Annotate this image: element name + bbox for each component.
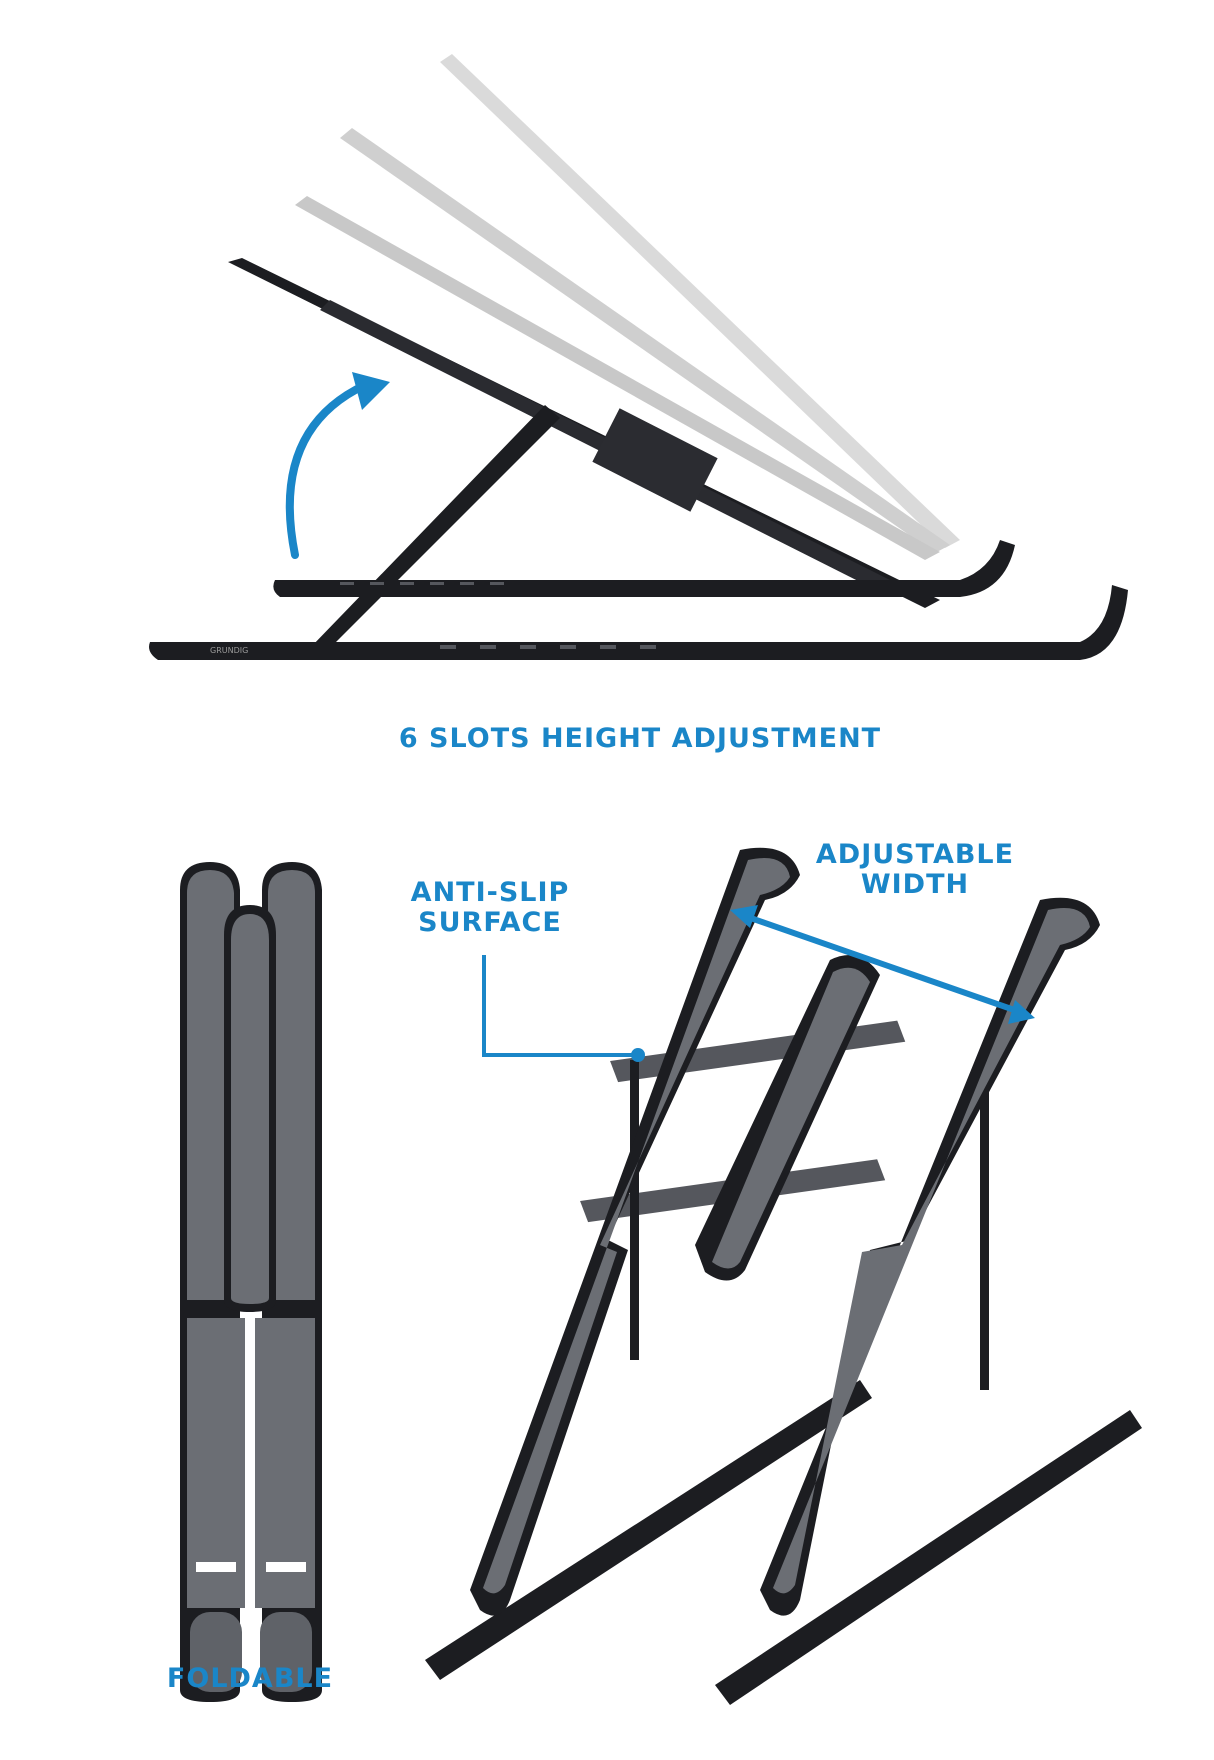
foldable-label: FOLDABLE: [166, 1663, 334, 1694]
anti-slip-leader-line: [482, 955, 645, 1062]
curved-arrow-icon: [285, 381, 369, 559]
anti-slip-label-line2: SURFACE: [418, 907, 562, 939]
folded-stand: [180, 862, 322, 1702]
anti-slip-label-line1: ANTI-SLIP: [410, 877, 570, 908]
brand-mark: GRUNDIG: [210, 646, 248, 655]
side-view-stand: GRUNDIG: [149, 54, 1128, 660]
adjustable-width-label: ADJUSTABLE WIDTH: [805, 839, 1025, 901]
anti-slip-label: ANTI-SLIP SURFACE: [395, 877, 585, 939]
width-arrow-icon: [730, 905, 1035, 1024]
adjustable-width-label-line2: WIDTH: [860, 869, 970, 901]
adjustable-width-label-line1: ADJUSTABLE: [815, 839, 1015, 870]
height-adjustment-label: 6 SLOTS HEIGHT ADJUSTMENT: [398, 723, 882, 754]
open-stand: [425, 847, 1142, 1705]
